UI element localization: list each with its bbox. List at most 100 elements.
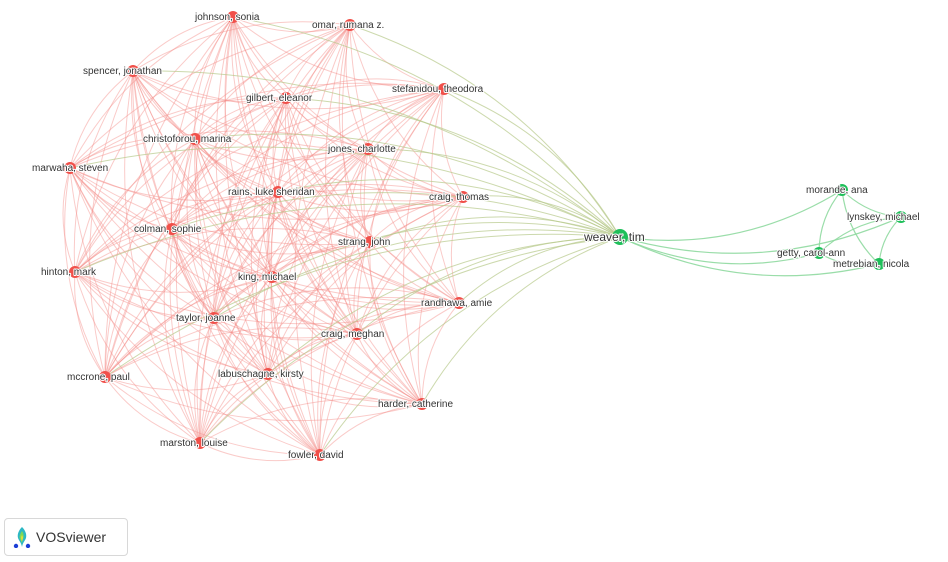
author-label[interactable]: king, michael [237, 271, 297, 284]
author-node[interactable] [344, 19, 356, 31]
coauthor-edge [213, 88, 445, 319]
author-node[interactable] [873, 258, 885, 270]
coauthor-edge [74, 271, 201, 444]
coauthor-edge [224, 16, 321, 456]
coauthor-edge [74, 97, 287, 273]
author-label[interactable]: johnson, sonia [193, 11, 261, 24]
author-label[interactable]: stefanidou, theodora [391, 83, 485, 96]
author-label[interactable]: weaver, tim [582, 229, 646, 245]
author-node[interactable] [208, 312, 220, 324]
author-node[interactable] [895, 211, 907, 223]
coauthor-edge [69, 167, 464, 220]
coauthor-edge [619, 189, 843, 241]
author-node[interactable] [189, 133, 201, 145]
coauthor-edge [69, 16, 234, 169]
vosviewer-brand-badge[interactable]: VOSviewer [4, 518, 128, 556]
coauthor-edge [272, 97, 287, 193]
author-label[interactable]: labuschagne, kirsty [217, 368, 305, 381]
coauthor-edge [132, 70, 369, 150]
author-node[interactable] [266, 271, 278, 283]
coauthor-edge [270, 276, 321, 456]
author-label[interactable]: spencer, jonathan [82, 65, 163, 78]
author-label[interactable]: mccrone, paul [66, 371, 131, 384]
coauthor-edge [69, 167, 269, 375]
coauthor-edge [199, 302, 460, 444]
coauthor-edge [231, 16, 279, 193]
author-label[interactable]: marston, louise [159, 437, 229, 450]
author-node[interactable] [272, 186, 284, 198]
coauthor-edge [171, 228, 321, 456]
author-label[interactable]: marwaha, steven [31, 162, 109, 175]
author-label[interactable]: taylor, joanne [175, 312, 237, 325]
author-node[interactable] [351, 328, 363, 340]
author-node[interactable] [457, 191, 469, 203]
author-label[interactable]: metrebian, nicola [832, 258, 911, 271]
author-label[interactable]: fowler, david [287, 449, 345, 462]
author-node[interactable] [99, 371, 111, 383]
coauthor-edge [104, 228, 173, 378]
coauthor-edge [74, 138, 196, 273]
coauthor-edge [271, 24, 351, 278]
network-labels: johnson, sonia omar, rumana z. spencer, jo… [31, 11, 921, 462]
coauthor-edge [341, 24, 423, 405]
coauthor-edge [171, 228, 273, 278]
bridge-edge [277, 179, 621, 238]
coauthor-edge [194, 138, 273, 278]
author-node[interactable] [280, 92, 292, 104]
coauthor-edge [74, 227, 371, 273]
author-node[interactable] [416, 398, 428, 410]
author-node[interactable] [227, 11, 239, 23]
author-node[interactable] [453, 297, 465, 309]
coauthor-edge [69, 167, 215, 319]
coauthor-edge [104, 97, 287, 378]
author-label[interactable]: rains, luke sheridan [227, 186, 316, 199]
coauthor-edge [369, 241, 460, 304]
author-label[interactable]: craig, thomas [428, 191, 490, 204]
coauthor-edge [169, 138, 201, 444]
author-node[interactable] [262, 368, 274, 380]
author-label[interactable]: harder, catherine [377, 398, 454, 411]
author-node[interactable] [612, 229, 628, 245]
author-label[interactable]: jones, charlotte [326, 143, 397, 156]
author-node[interactable] [64, 162, 76, 174]
author-label[interactable]: craig, meghan [320, 328, 385, 341]
author-node[interactable] [166, 223, 178, 235]
author-label[interactable]: strang, john [337, 236, 391, 249]
coauthor-edge [194, 138, 464, 202]
author-node[interactable] [364, 236, 376, 248]
coauthor-edge [104, 148, 369, 378]
author-node[interactable] [362, 143, 374, 155]
author-node[interactable] [194, 437, 206, 449]
author-label[interactable]: colman, sophie [133, 223, 203, 236]
coauthor-edge [73, 70, 134, 273]
bridge-edge [194, 133, 621, 238]
bridge-edge [74, 203, 621, 273]
coauthor-edge [194, 138, 321, 456]
author-node[interactable] [438, 83, 450, 95]
author-label[interactable]: christoforou, marina [142, 133, 233, 146]
coauthor-edge [74, 24, 351, 273]
author-label[interactable]: getty, carol-ann [776, 247, 846, 260]
coauthor-edge [171, 228, 460, 306]
author-label[interactable]: randhawa, amie [420, 297, 494, 310]
author-node[interactable] [813, 247, 825, 259]
author-label[interactable]: lynskey, michael [846, 211, 921, 224]
author-node[interactable] [314, 449, 326, 461]
author-node[interactable] [836, 184, 848, 196]
coauthor-edge [319, 333, 358, 456]
author-node[interactable] [69, 266, 81, 278]
coauthor-edge [74, 271, 358, 339]
author-label[interactable]: gilbert, eleanor [245, 92, 314, 105]
coauthor-edge [213, 196, 464, 319]
author-label[interactable]: hinton, mark [40, 266, 98, 279]
coauthor-edge [199, 241, 371, 444]
coauthor-edge [841, 189, 902, 218]
bridge-edge [421, 236, 621, 405]
coauthor-edge [319, 196, 464, 456]
author-label[interactable]: morande, ana [805, 184, 869, 197]
bridge-edge [349, 24, 621, 238]
author-node[interactable] [127, 65, 139, 77]
author-label[interactable]: omar, rumana z. [311, 19, 385, 32]
